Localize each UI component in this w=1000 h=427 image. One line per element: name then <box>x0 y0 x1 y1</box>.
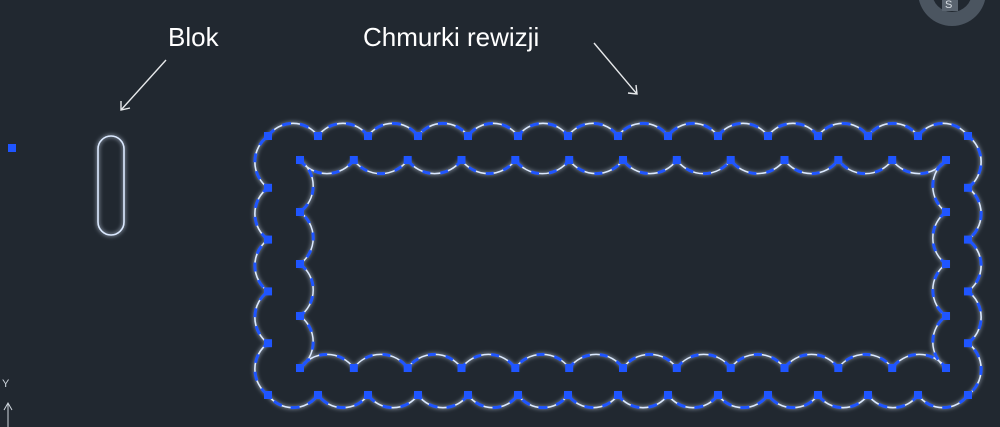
grip-icon[interactable] <box>403 364 412 372</box>
grip-icon[interactable] <box>264 183 272 192</box>
grip-icon[interactable] <box>942 312 950 320</box>
grip-icon[interactable] <box>664 391 672 399</box>
grip-icon[interactable] <box>457 364 466 372</box>
grip-icon[interactable] <box>296 156 304 164</box>
revision-clouds[interactable] <box>253 121 983 410</box>
grip-icon[interactable] <box>264 391 272 399</box>
grip-icon[interactable] <box>942 156 950 164</box>
grip-icon[interactable] <box>511 364 520 372</box>
grip-icon[interactable] <box>964 339 972 348</box>
grip-icon[interactable] <box>314 132 322 140</box>
grip-icon[interactable] <box>364 391 372 399</box>
ucs-axis-icon <box>3 401 13 427</box>
revcloud-label: Chmurki rewizji <box>363 22 540 52</box>
grip-icon[interactable] <box>464 132 472 140</box>
grip-icon[interactable] <box>464 391 472 399</box>
grip-icon[interactable] <box>814 391 822 399</box>
grip-icon[interactable] <box>834 364 843 372</box>
grip-icon[interactable] <box>349 156 358 164</box>
grip-icon[interactable] <box>964 391 972 399</box>
grip-icon[interactable] <box>457 156 466 164</box>
grip-icon[interactable] <box>834 156 843 164</box>
grip-icon[interactable] <box>888 364 897 372</box>
grip-icon[interactable] <box>942 260 950 268</box>
grip-icon[interactable] <box>403 156 412 164</box>
grip-icon[interactable] <box>764 132 772 140</box>
grip-icon[interactable] <box>726 364 735 372</box>
grip-icon[interactable] <box>964 132 972 140</box>
grip-icon[interactable] <box>296 208 304 216</box>
grip-icon[interactable] <box>8 144 16 152</box>
grip-icon[interactable] <box>264 132 272 140</box>
revision-cloud-dashed-selection[interactable] <box>253 121 983 410</box>
block-label: Blok <box>168 22 219 52</box>
grip-icon[interactable] <box>264 235 272 244</box>
grip-icon[interactable] <box>864 391 872 399</box>
grip-icon[interactable] <box>619 156 627 164</box>
grip-icon[interactable] <box>780 156 789 164</box>
grip-icon[interactable] <box>714 391 722 399</box>
grip-icon[interactable] <box>664 132 672 140</box>
ucs-y-label: Y <box>2 378 10 390</box>
grip-icon[interactable] <box>864 132 872 140</box>
grip-icon[interactable] <box>888 156 897 164</box>
revision-cloud-dashed-selection[interactable] <box>297 157 949 371</box>
grip-icon[interactable] <box>714 132 722 140</box>
grip-icon[interactable] <box>414 391 422 399</box>
grip-icon[interactable] <box>314 391 322 399</box>
grip-icon[interactable] <box>780 364 789 372</box>
grip-icon[interactable] <box>964 287 972 296</box>
viewcube-icon[interactable] <box>918 0 986 26</box>
arrow-leader-icon <box>120 42 638 111</box>
grip-icon[interactable] <box>764 391 772 399</box>
grip-icon[interactable] <box>964 183 972 192</box>
grip-icon[interactable] <box>296 260 304 268</box>
grip-icon[interactable] <box>726 156 735 164</box>
grip-icon[interactable] <box>565 156 574 164</box>
grip-icon[interactable] <box>614 391 622 399</box>
grip-icon[interactable] <box>565 364 574 372</box>
grip-icon[interactable] <box>414 132 422 140</box>
grip-icon[interactable] <box>364 132 372 140</box>
grip-icon[interactable] <box>564 391 572 399</box>
grip-icon[interactable] <box>514 391 522 399</box>
viewcube-compass-letter: S <box>945 0 953 11</box>
grip-icon[interactable] <box>814 132 822 140</box>
revision-cloud-outline[interactable] <box>298 158 948 370</box>
grip-icon[interactable] <box>672 364 681 372</box>
grip-icon[interactable] <box>964 235 972 244</box>
grip-icon[interactable] <box>296 364 304 372</box>
grip-icon[interactable] <box>942 208 950 216</box>
grip-icon[interactable] <box>619 364 627 372</box>
grip-icon[interactable] <box>264 287 272 296</box>
grip-icon[interactable] <box>296 312 304 320</box>
grip-icon[interactable] <box>514 132 522 140</box>
grip-icon[interactable] <box>914 132 922 140</box>
grip-icon[interactable] <box>914 391 922 399</box>
grip-icon[interactable] <box>264 339 272 348</box>
grip-icon[interactable] <box>942 364 950 372</box>
grip-icon[interactable] <box>564 132 572 140</box>
block-slot-shape[interactable] <box>97 135 125 236</box>
grip-icon[interactable] <box>672 156 681 164</box>
grip-icon[interactable] <box>349 364 358 372</box>
grip-icon[interactable] <box>614 132 622 140</box>
grip-icon[interactable] <box>511 156 520 164</box>
grip-points[interactable] <box>264 132 972 399</box>
